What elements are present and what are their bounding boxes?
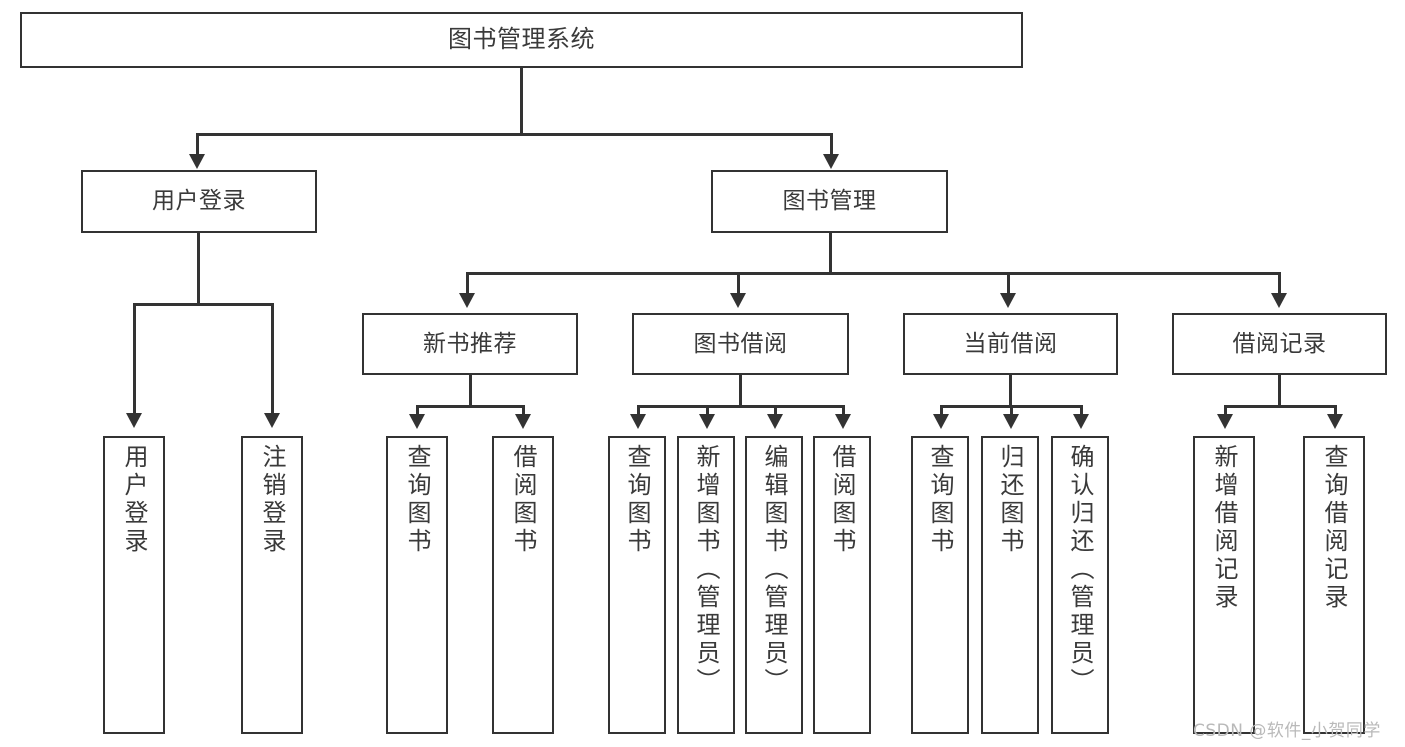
connector-current-stem <box>1009 375 1012 407</box>
connector-login-stem <box>197 233 200 305</box>
connector-newbook-bus <box>416 405 524 408</box>
connector-bookmgmt-to-l3-4 <box>1278 272 1281 296</box>
arrow-bookmgmt-to-l3-1 <box>459 293 475 308</box>
connector-root-bus <box>196 133 833 136</box>
leaf-borrow-books-borrowing[interactable]: 借阅图书 <box>813 436 871 734</box>
arrow-newbook-to-leaf-1 <box>409 414 425 429</box>
connector-borrowing-to-leaf-3 <box>774 405 777 417</box>
node-label: 新增借阅记录 <box>1210 444 1238 612</box>
connector-root-stem <box>520 68 523 134</box>
arrow-current-to-leaf-3 <box>1073 414 1089 429</box>
connector-borrowing-to-leaf-1 <box>637 405 640 417</box>
node-user-login[interactable]: 用户登录 <box>81 170 317 233</box>
connector-records-stem <box>1278 375 1281 407</box>
node-book-borrowing[interactable]: 图书借阅 <box>632 313 849 375</box>
arrow-login-to-leaf-2 <box>264 413 280 428</box>
connector-bookmgmt-bus <box>466 272 1280 275</box>
arrow-current-to-leaf-1 <box>933 414 949 429</box>
connector-login-to-leaf-1 <box>133 303 136 416</box>
arrow-bookmgmt-to-l3-3 <box>1000 293 1016 308</box>
node-label: 当前借阅 <box>963 330 1058 357</box>
connector-root-to-bookmgmt <box>830 133 833 156</box>
arrow-bookmgmt-to-l3-2 <box>730 293 746 308</box>
node-label: 借阅图书 <box>509 444 537 556</box>
arrow-current-to-leaf-2 <box>1003 414 1019 429</box>
arrow-borrowing-to-leaf-4 <box>835 414 851 429</box>
connector-records-to-leaf-2 <box>1334 405 1337 417</box>
node-label: 新增图书（管理员） <box>692 444 720 696</box>
arrow-borrowing-to-leaf-2 <box>699 414 715 429</box>
leaf-query-books-borrowing[interactable]: 查询图书 <box>608 436 666 734</box>
arrow-borrowing-to-leaf-1 <box>630 414 646 429</box>
leaf-borrow-books-recommendation[interactable]: 借阅图书 <box>492 436 554 734</box>
node-root-system[interactable]: 图书管理系统 <box>20 12 1023 68</box>
leaf-edit-book-admin[interactable]: 编辑图书（管理员） <box>745 436 803 734</box>
leaf-confirm-return-admin[interactable]: 确认归还（管理员） <box>1051 436 1109 734</box>
arrow-records-to-leaf-2 <box>1327 414 1343 429</box>
connector-current-to-leaf-3 <box>1080 405 1083 417</box>
connector-bookmgmt-stem <box>829 233 832 274</box>
node-current-borrowing[interactable]: 当前借阅 <box>903 313 1118 375</box>
node-book-management[interactable]: 图书管理 <box>711 170 948 233</box>
connector-records-bus <box>1224 405 1336 408</box>
node-label: 借阅记录 <box>1232 330 1327 357</box>
node-borrow-records[interactable]: 借阅记录 <box>1172 313 1387 375</box>
node-label: 注销登录 <box>258 444 286 556</box>
leaf-logout[interactable]: 注销登录 <box>241 436 303 734</box>
node-label: 借阅图书 <box>828 444 856 556</box>
connector-bookmgmt-to-l3-2 <box>737 272 740 296</box>
leaf-query-books-recommendation[interactable]: 查询图书 <box>386 436 448 734</box>
node-label: 归还图书 <box>996 444 1024 556</box>
connector-records-to-leaf-1 <box>1224 405 1227 417</box>
arrow-borrowing-to-leaf-3 <box>767 414 783 429</box>
connector-borrowing-bus <box>637 405 844 408</box>
connector-current-to-leaf-1 <box>940 405 943 417</box>
node-label: 编辑图书（管理员） <box>760 444 788 696</box>
arrow-bookmgmt-to-l3-4 <box>1271 293 1287 308</box>
node-label: 用户登录 <box>152 188 246 215</box>
node-label: 查询借阅记录 <box>1320 444 1348 612</box>
connector-login-bus <box>133 303 273 306</box>
connector-newbook-stem <box>469 375 472 407</box>
connector-root-to-login <box>196 133 199 156</box>
node-label: 图书借阅 <box>693 330 788 357</box>
node-new-book-recommendation[interactable]: 新书推荐 <box>362 313 578 375</box>
node-label: 新书推荐 <box>423 330 517 357</box>
arrow-records-to-leaf-1 <box>1217 414 1233 429</box>
node-label: 确认归还（管理员） <box>1066 444 1094 696</box>
connector-bookmgmt-to-l3-3 <box>1007 272 1010 296</box>
connector-borrowing-to-leaf-4 <box>842 405 845 417</box>
watermark-text: CSDN @软件_小贺同学 <box>1193 721 1381 741</box>
leaf-query-books-current[interactable]: 查询图书 <box>911 436 969 734</box>
connector-login-to-leaf-2 <box>271 303 274 416</box>
node-label: 查询图书 <box>926 444 954 556</box>
connector-bookmgmt-to-l3-1 <box>466 272 469 296</box>
leaf-user-login[interactable]: 用户登录 <box>103 436 165 734</box>
node-label: 图书管理 <box>782 188 877 215</box>
connector-borrowing-to-leaf-2 <box>706 405 709 417</box>
node-label: 查询图书 <box>623 444 651 556</box>
arrow-root-to-bookmgmt <box>823 154 839 169</box>
connector-newbook-to-leaf-2 <box>522 405 525 417</box>
arrow-newbook-to-leaf-2 <box>515 414 531 429</box>
arrow-root-to-login <box>189 154 205 169</box>
connector-borrowing-stem <box>739 375 742 407</box>
connector-current-to-leaf-2 <box>1010 405 1013 417</box>
leaf-query-borrow-record[interactable]: 查询借阅记录 <box>1303 436 1365 734</box>
node-label: 图书管理系统 <box>448 25 595 54</box>
leaf-add-book-admin[interactable]: 新增图书（管理员） <box>677 436 735 734</box>
node-label: 查询图书 <box>403 444 431 556</box>
arrow-login-to-leaf-1 <box>126 413 142 428</box>
connector-newbook-to-leaf-1 <box>416 405 419 417</box>
node-label: 用户登录 <box>120 444 148 556</box>
leaf-return-books[interactable]: 归还图书 <box>981 436 1039 734</box>
leaf-add-borrow-record[interactable]: 新增借阅记录 <box>1193 436 1255 734</box>
